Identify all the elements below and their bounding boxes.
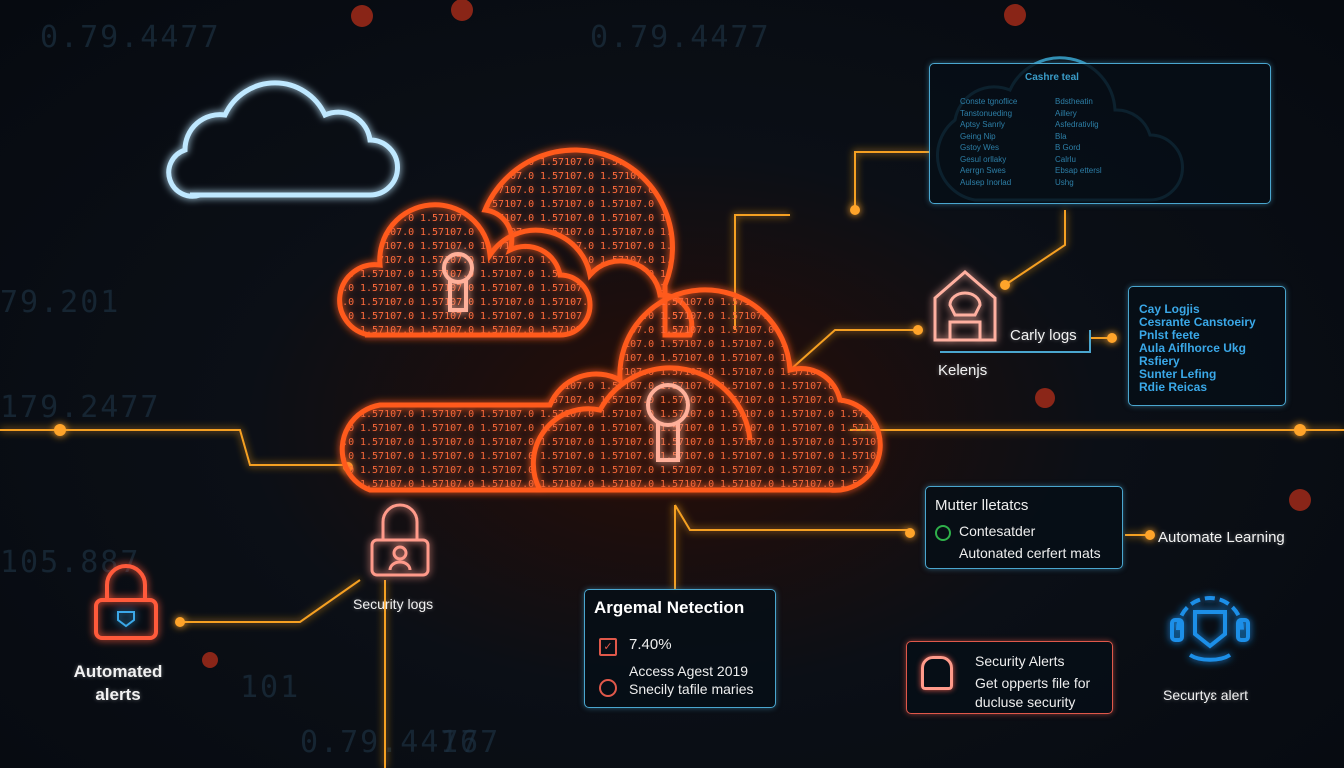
carly-sub-label: Kelenjs (938, 362, 988, 379)
checkbox-icon: ✓ (599, 638, 617, 656)
alert-circle-icon (599, 679, 617, 697)
user-house-icon (933, 270, 997, 342)
list-item: Rsfiery (1139, 354, 1180, 368)
list-item: Geing Nip (960, 131, 996, 141)
detection-value: 7.40% (629, 636, 672, 653)
bg-number: 167 (440, 725, 501, 760)
list-item: Aptsy Sanrly (960, 120, 1005, 129)
bg-number: 79.201 (0, 285, 121, 320)
list-item: Pnlst feete (1139, 328, 1200, 342)
list-item: Cay Logjis (1139, 302, 1200, 316)
security-alerts-panel: Security Alerts Get opperts file for duc… (906, 641, 1113, 714)
security-alerts-line1: Get opperts file for (975, 675, 1091, 691)
list-item: Conste tgnoflice (960, 97, 1018, 106)
clock-icon (935, 525, 951, 541)
lock-user-icon (370, 503, 430, 577)
security-logs-label: Security logs (353, 596, 434, 612)
security-alerts-title: Security Alerts (975, 653, 1065, 669)
headset-shield-icon (1170, 596, 1250, 662)
mutter-panel: Mutter lletatcs Contesatder Autonated ce… (925, 486, 1123, 569)
list-item: Gesul orllaky (960, 154, 1007, 164)
mutter-item2: Autonated cerfert mats (959, 545, 1101, 561)
keyhole-icon (442, 252, 690, 462)
security-alert-label: Securtyɛ alert (1163, 687, 1249, 703)
bg-number: 179.2477 (0, 390, 161, 425)
automate-learning-label: Automate Learning (1158, 529, 1285, 546)
list-item: Aerrgn Swes (960, 166, 1006, 175)
bg-number: 0.79.4477 (590, 20, 771, 55)
central-cloud-icon (337, 147, 883, 493)
lock-icon (921, 656, 953, 690)
list-item: Bdstheatin (1055, 97, 1093, 106)
list-item: Aillery (1055, 108, 1077, 118)
list-item: Tanstonueding (960, 108, 1013, 118)
cloud-tool-title: Cashre teal (1025, 72, 1079, 83)
bg-number: 0.79.4477 (40, 20, 221, 55)
bokeh-dots (202, 0, 1311, 668)
list-item: B Gord (1055, 143, 1081, 152)
list-item: Aulsep Inorlad (960, 177, 1012, 187)
list-item: Rdie Reicas (1139, 380, 1208, 394)
mutter-title: Mutter lletatcs (935, 497, 1029, 514)
list-item: Ushg (1055, 177, 1074, 187)
shield-lock-icon (94, 564, 158, 640)
detection-line3: Snecily tafile maries (629, 681, 754, 697)
list-item: Asfedrativlig (1055, 120, 1099, 129)
detection-title: Argemal Netection (594, 598, 745, 617)
security-alerts-line2: ducluse security (975, 694, 1076, 710)
list-item: Gstoy Wes (960, 143, 999, 152)
mutter-item1: Contesatder (959, 523, 1036, 539)
automated-alerts-label: Automated alerts (73, 662, 163, 704)
list-item: Ebsap ettersl (1055, 166, 1102, 175)
bg-number: 0.79.4477 (300, 725, 481, 760)
list-item: Bla (1055, 131, 1067, 141)
carly-logs-label: Carly logs (1010, 327, 1077, 344)
connector-dots (54, 205, 1306, 627)
bg-number: 105.887 (0, 545, 141, 580)
detection-panel: Argemal Netection ✓ 7.40% Access Agest 2… (584, 589, 776, 708)
list-item: Calrlu (1055, 154, 1076, 164)
detection-line2: Access Agest 2019 (629, 663, 749, 679)
cloud-outline-icon (166, 80, 400, 199)
list-item: Aula Aiflhorce Ukg (1139, 341, 1246, 355)
bg-number: 101 (240, 670, 301, 705)
list-item: Cesrante Canstoeiry (1139, 315, 1256, 329)
list-item: Sunter Lefing (1139, 367, 1217, 381)
